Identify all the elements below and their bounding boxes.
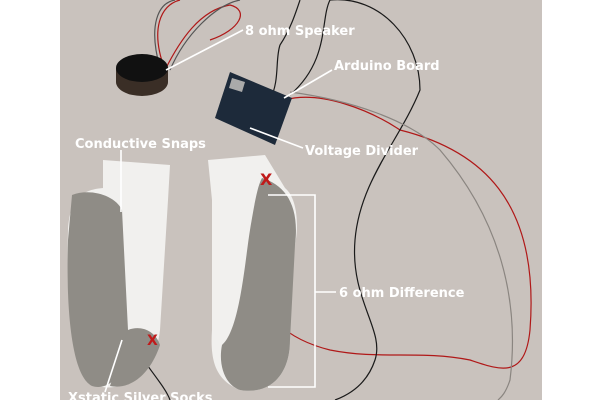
arduino-board [215,72,292,145]
leader-lines [104,29,336,393]
label-conductive-snaps: Conductive Snaps [75,137,206,152]
label-speaker: 8 ohm Speaker [245,24,355,39]
svg-text:X: X [260,170,273,189]
svg-text:X: X [147,333,158,349]
label-voltage-divider: Voltage Divider [305,144,419,159]
right-sock: X [208,155,297,391]
annotated-photo: X X 8 ohm Speaker Arduino Board Voltage … [60,0,542,400]
label-6-ohm-difference: 6 ohm Difference [339,286,465,301]
speaker [116,54,168,96]
label-xstatic-socks: Xstatic Silver Socks [68,391,213,400]
left-sock: X [67,160,170,388]
label-arduino: Arduino Board [334,59,440,74]
